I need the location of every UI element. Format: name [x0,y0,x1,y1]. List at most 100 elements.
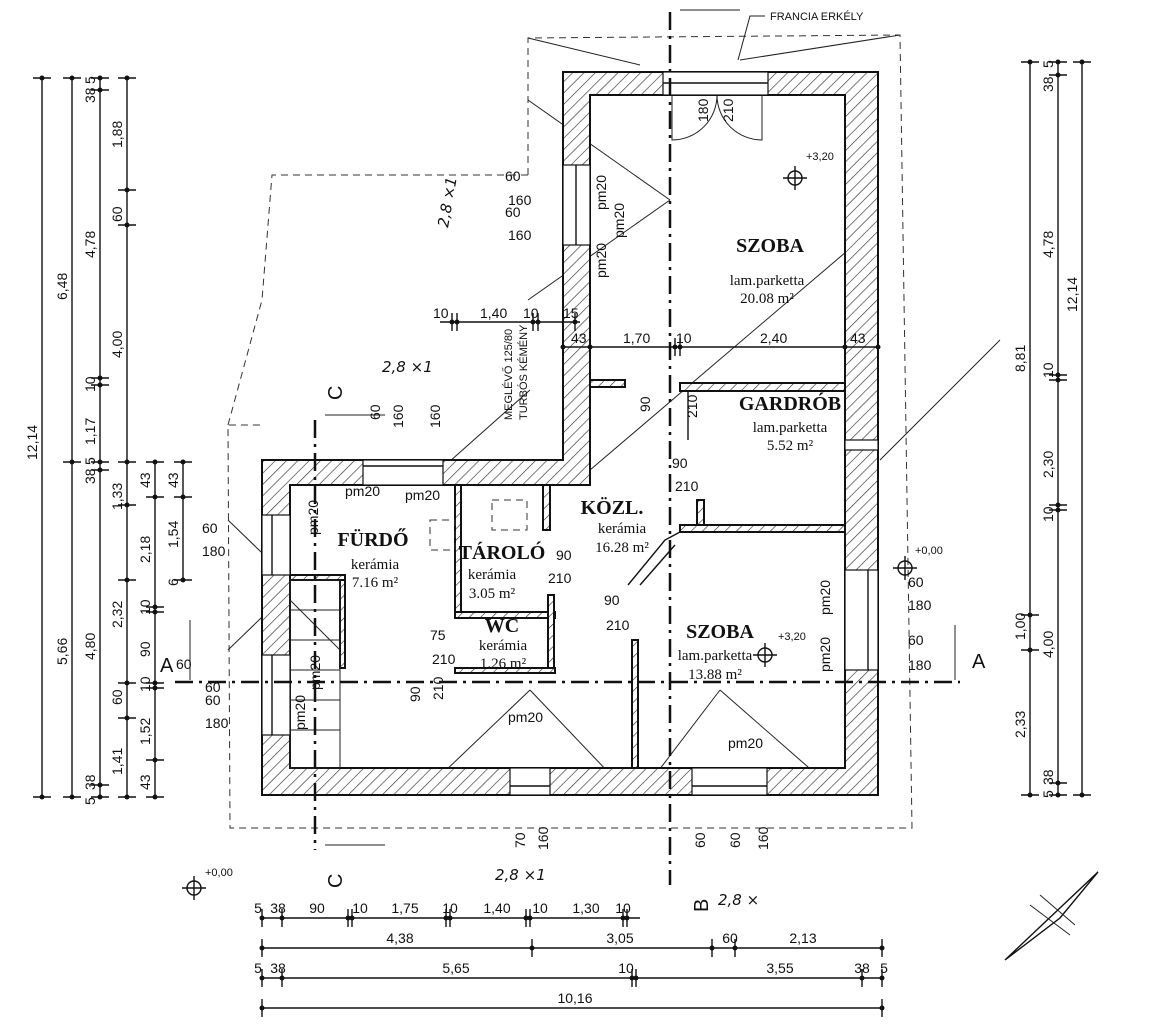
dim-label: 10 [433,305,449,321]
dimension-node [629,975,635,981]
dimension-node [152,757,158,763]
dimension-node [124,187,130,193]
dim-label: 10 [442,900,458,916]
room-name: KÖZL. [581,496,644,519]
pm-label: pm20 [728,735,763,751]
dim-label: 38 [82,774,98,790]
level-target-icon [182,876,206,900]
dim-label: 10 [352,900,368,916]
dim-label: 38 [1040,769,1056,785]
dimension-node [1079,59,1085,65]
dimension-node [587,344,593,350]
pm-label: pm20 [405,487,440,503]
room-name: TÁROLÓ [459,540,546,564]
dimension-node [560,344,566,350]
room-kozl: KÖZL. kerámia 16.28 m² [581,496,650,556]
dim-label: 180 [908,597,932,613]
room-area: 1.26 m² [480,656,527,672]
dimension-node [633,975,639,981]
dimension-node [672,344,678,350]
dimension-node [259,1005,265,1011]
doors [671,94,763,440]
dim-label: 70 [512,832,528,848]
dimension-node [152,459,158,465]
room-area: 13.88 m² [688,667,742,683]
dimension-node [1055,792,1061,798]
dimension-node [530,319,536,325]
level-label: +3,20 [806,151,834,163]
dimension-node [124,222,130,228]
north-arrow-icon [1004,871,1099,961]
dim-label: 60 [367,404,383,420]
dim-label: 60 [692,832,708,848]
dim-label: 5,65 [442,960,469,976]
dim-label: 2,33 [1012,711,1028,738]
dim-label: 90 [604,592,620,608]
dimension-node [97,467,103,473]
dimension-node [875,344,881,350]
dimension-node [1055,507,1061,513]
dimension-node [1027,59,1033,65]
pm-label: pm20 [345,483,380,499]
room-szoba-lower: SZOBA lam.parketta 13.88 m² [678,621,755,683]
dim-label: 5 [82,76,98,84]
francia-erkely-note: FRANCIA ERKÉLY [770,10,864,23]
dim-label: 210 [430,676,446,700]
level-label: +0,00 [205,867,233,879]
dimension-node [879,1005,885,1011]
dimension-node [180,494,186,500]
chimney-note: MEGLÉVŐ 125/80 [501,329,515,420]
dimension-node [523,915,529,921]
pm-label: pm20 [593,243,609,278]
dim-label: 1,40 [483,900,510,916]
dim-label: 180 [202,543,226,559]
dimension-node [69,75,75,81]
dim-label: 10 [137,599,153,615]
dim-label: 1,52 [137,718,153,745]
dimension-node [529,945,535,951]
room-name: GARDRÓB [739,391,841,415]
dim-label: 1,54 [165,521,181,548]
room-floor: kerámia [468,567,517,583]
dim-label: 60 [722,930,738,946]
dimension-node [1055,59,1061,65]
dimension-node [259,915,265,921]
dim-label: 210 [675,478,699,494]
dim-label: 4,80 [82,633,98,660]
handwritten-note: 2,8 ×1 [434,176,461,229]
level-target-icon [783,166,807,190]
dimension-node [345,915,351,921]
dimension-node [709,945,715,951]
bottom-dimensions: 5 38 90 10 1,75 10 1,40 10 1,30 10 4,38 … [254,900,888,1006]
room-furdo: FÜRDŐ kerámia 7.16 m² [337,527,408,591]
room-area: 7.16 m² [352,575,399,591]
dim-label: 210 [432,651,456,667]
dim-label: 60 [202,520,218,536]
section-label-a: A [972,651,986,673]
dimension-node [677,344,683,350]
dim-label: 4,78 [1040,231,1056,258]
dim-label: 1,75 [391,900,418,916]
dim-label: 1,00 [1012,613,1028,640]
pm-label: pm20 [593,175,609,210]
room-area: 3.05 m² [469,586,516,602]
pm-label: pm20 [817,580,833,615]
level-label: +0,00 [915,545,943,557]
dim-label: 2,40 [760,330,787,346]
dimension-node [39,794,45,800]
dim-label: 1,88 [109,121,125,148]
dimension-node [1027,612,1033,618]
dim-label: 4,00 [109,331,125,358]
dim-label: 210 [684,394,700,418]
room-area: 5.52 m² [767,438,814,454]
dim-label: 43 [571,330,587,346]
dim-label: 10 [137,676,153,692]
dimension-node [152,794,158,800]
windows [261,71,879,796]
left-dimensions: 12,14 6,48 5,66 5 38 4,78 10 1,17 38 5 4… [24,76,181,805]
dim-label: 5 [82,797,98,805]
dimension-node [124,459,130,465]
dim-label: 1,33 [109,483,125,510]
dim-label: 10 [676,330,692,346]
dim-label: 180 [908,657,932,673]
